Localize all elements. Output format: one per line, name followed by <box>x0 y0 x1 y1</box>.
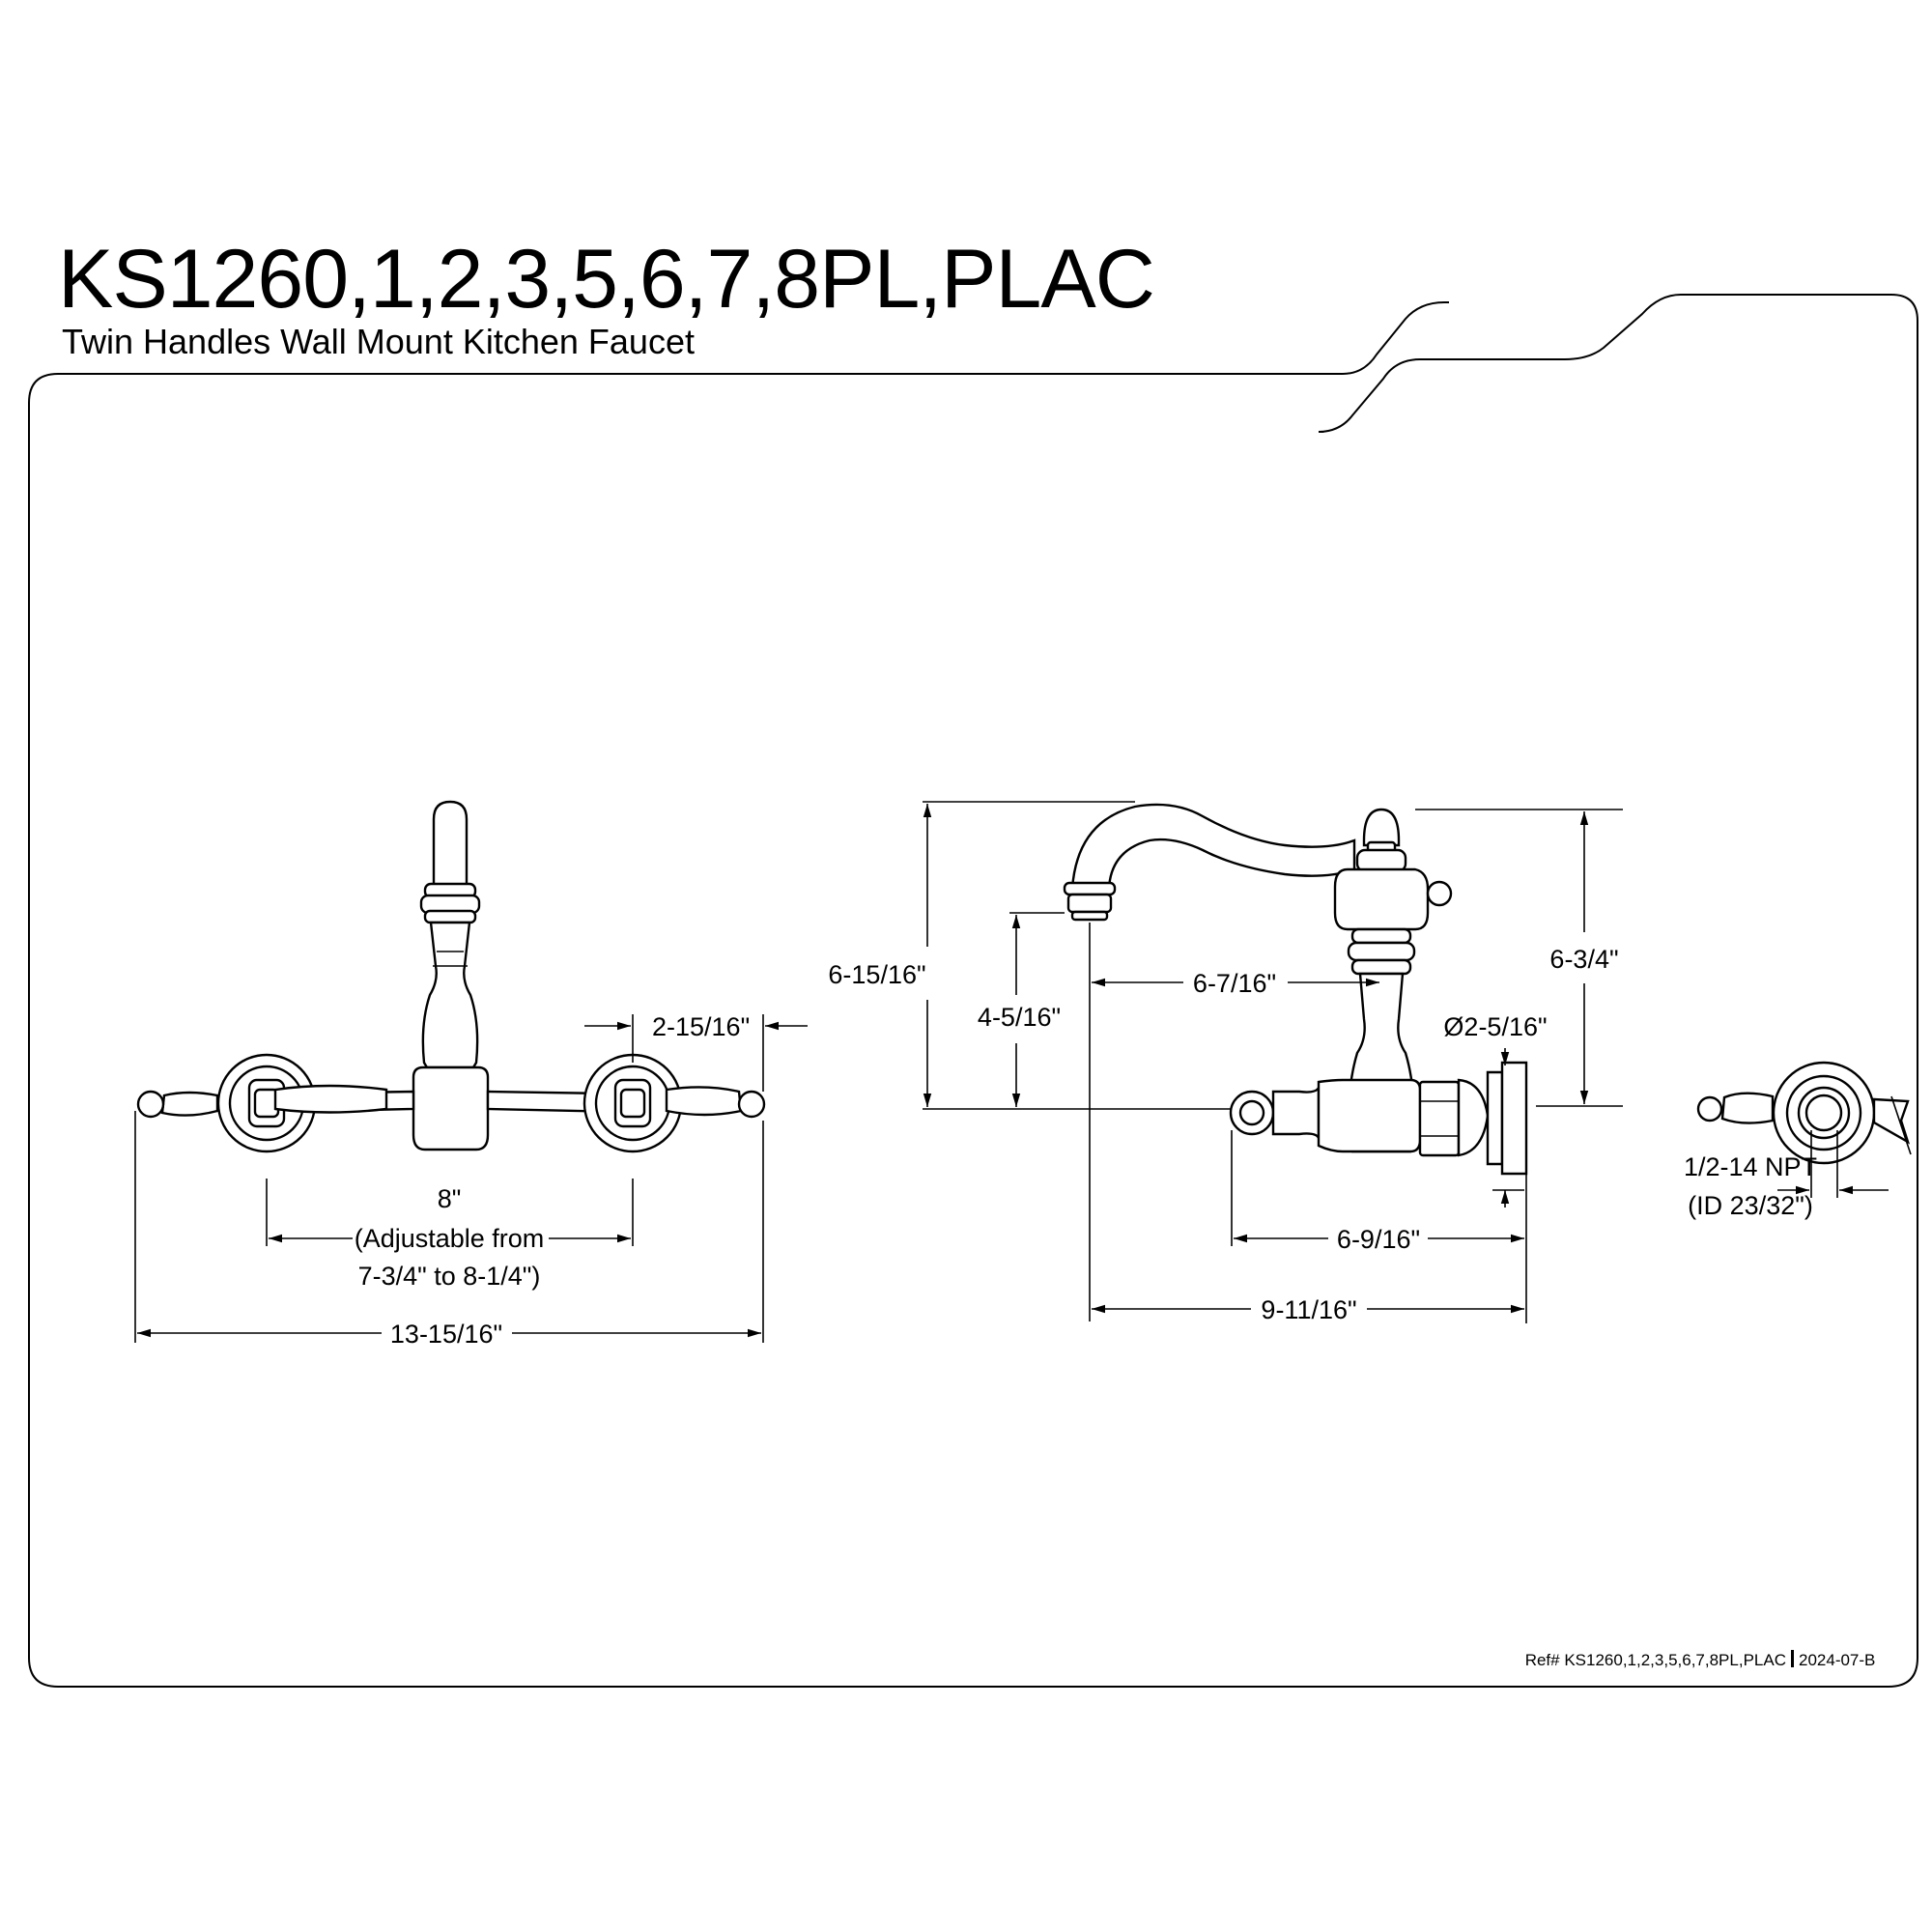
front-view: 2-15/16" 8" (Adjustable from 7-3/4" to 8… <box>134 800 808 1349</box>
dim-label-adjustable: (Adjustable from <box>355 1224 545 1253</box>
side-handle <box>1333 808 1453 931</box>
end-view: 1/2-14 NPT (ID 23/32") <box>1684 1061 1912 1220</box>
dim-label-6-9-16: 6-9/16" <box>1337 1225 1420 1254</box>
dim-label-range: 7-3/4" to 8-1/4") <box>358 1262 541 1291</box>
dim-spout-reach: 9-11/16" <box>1089 923 1524 1324</box>
dim-label-9-11-16: 9-11/16" <box>1261 1295 1356 1324</box>
footer-ref: Ref# KS1260,1,2,3,5,6,7,8PL,PLAC <box>1525 1651 1786 1669</box>
dim-handle-offset: 2-15/16" <box>584 1012 808 1092</box>
dim-label-6-15-16: 6-15/16" <box>828 960 925 989</box>
side-spout <box>1070 803 1356 891</box>
sheet-frame-top <box>58 301 1449 375</box>
footer: Ref# KS1260,1,2,3,5,6,7,8PL,PLAC 2024-07… <box>1525 1650 1875 1669</box>
front-flange-left <box>136 1053 388 1153</box>
dim-label-6-3-4: 6-3/4" <box>1549 945 1618 974</box>
footer-separator <box>1791 1650 1794 1667</box>
dim-overall-width: 13-15/16" <box>134 1111 764 1349</box>
dim-body-depth: 6-9/16" <box>1231 1130 1527 1323</box>
dim-label-npt: 1/2-14 NPT <box>1684 1152 1817 1181</box>
side-view: 6-15/16" 4-5/16" 6-7/16" Ø2-5/16" <box>828 801 1623 1324</box>
dim-label-4-5-16: 4-5/16" <box>978 1003 1061 1032</box>
front-body <box>412 1065 490 1151</box>
dim-center: 8" (Adjustable from 7-3/4" to 8-1/4") <box>266 1179 634 1291</box>
dim-spout-reach-inner: 6-7/16" <box>1092 969 1379 998</box>
dim-label-8: 8" <box>438 1184 462 1213</box>
front-spout <box>419 800 481 1069</box>
footer-revision: 2024-07-B <box>1799 1651 1875 1669</box>
dim-label-thread-id: (ID 23/32") <box>1688 1191 1813 1220</box>
dim-flange-diameter: Ø2-5/16" <box>1443 1012 1548 1208</box>
dim-handle-height: 6-3/4" <box>1415 809 1623 1107</box>
dim-overall-height: 6-15/16" <box>828 801 1232 1110</box>
page-subtitle: Twin Handles Wall Mount Kitchen Faucet <box>62 322 695 361</box>
dim-spout-height: 4-5/16" <box>978 912 1065 1107</box>
dim-label-6-7-16: 6-7/16" <box>1193 969 1276 998</box>
front-flange-right <box>582 1053 766 1153</box>
side-body <box>1229 1061 1528 1176</box>
dim-label-2-15-16: 2-15/16" <box>652 1012 750 1041</box>
dim-label-13-15-16: 13-15/16" <box>390 1320 502 1349</box>
sheet-frame <box>28 294 1918 1688</box>
end-handle <box>1720 1092 1775 1124</box>
page-title: KS1260,1,2,3,5,6,7,8PL,PLAC <box>58 233 1154 326</box>
dim-label-flange-diameter: Ø2-5/16" <box>1443 1012 1547 1041</box>
side-aerator <box>1063 881 1117 922</box>
